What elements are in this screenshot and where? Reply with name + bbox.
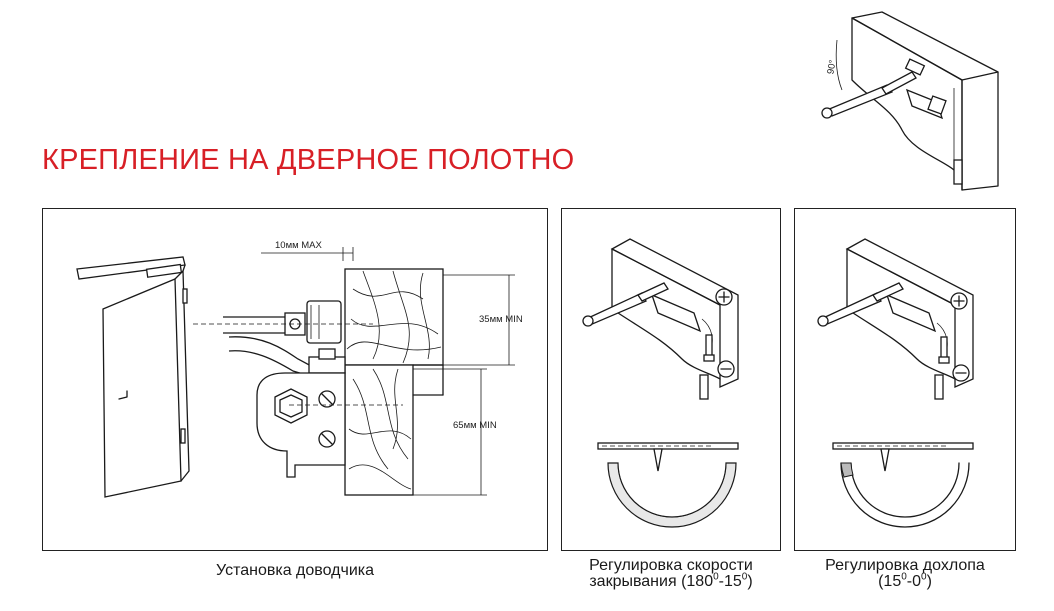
speed-caption-line2: закрывания (1800-150) — [589, 571, 753, 590]
dim-top-label: 10мм MAX — [275, 240, 323, 251]
angle-label: 90° — [825, 59, 838, 75]
dim-upper-label: 35мм MIN — [479, 314, 523, 325]
door-sketch — [76, 256, 190, 498]
install-caption: Установка доводчика — [215, 562, 375, 579]
minus-icon — [717, 360, 735, 378]
installation-diagram: 10мм MAX — [76, 240, 523, 498]
dim-lower-label: 65мм MIN — [453, 420, 497, 431]
top-closer-illustration: 90° — [821, 11, 999, 191]
closer-on-frame — [582, 238, 739, 400]
latch-caption: Регулировка дохлопа (150-00) — [774, 558, 1036, 590]
dimension-top: 10мм MAX — [261, 240, 354, 261]
sweep-diagram — [597, 442, 739, 528]
closer-body — [256, 348, 403, 478]
latch-caption-line1: Регулировка дохлопа — [825, 557, 985, 574]
speed-adjustment-diagram — [582, 238, 739, 528]
plus-icon — [715, 288, 733, 306]
frame-section-lower — [344, 364, 444, 496]
speed-caption: Регулировка скорости закрывания (1800-15… — [541, 558, 801, 590]
latch-caption-line2: (150-00) — [878, 571, 932, 590]
latch-adjustment-diagram — [817, 238, 974, 528]
frame-section-upper — [344, 268, 444, 366]
page-title: КРЕПЛЕНИЕ НА ДВЕРНОЕ ПОЛОТНО — [42, 144, 575, 176]
closer-on-frame — [817, 238, 974, 400]
minus-icon — [952, 364, 970, 382]
screwdriver-icon — [701, 318, 715, 362]
plus-icon — [950, 292, 968, 310]
latch-adjustment-panel — [794, 208, 1016, 551]
speed-caption-line1: Регулировка скорости — [589, 557, 753, 574]
speed-adjustment-panel — [561, 208, 781, 551]
sweep-diagram — [832, 442, 974, 528]
dimension-lower: 65мм MIN — [413, 368, 497, 496]
closer-arm — [193, 300, 373, 378]
screwdriver-icon — [936, 322, 950, 364]
installation-panel: 10мм MAX — [42, 208, 548, 551]
dimension-upper: 35мм MIN — [443, 274, 523, 366]
